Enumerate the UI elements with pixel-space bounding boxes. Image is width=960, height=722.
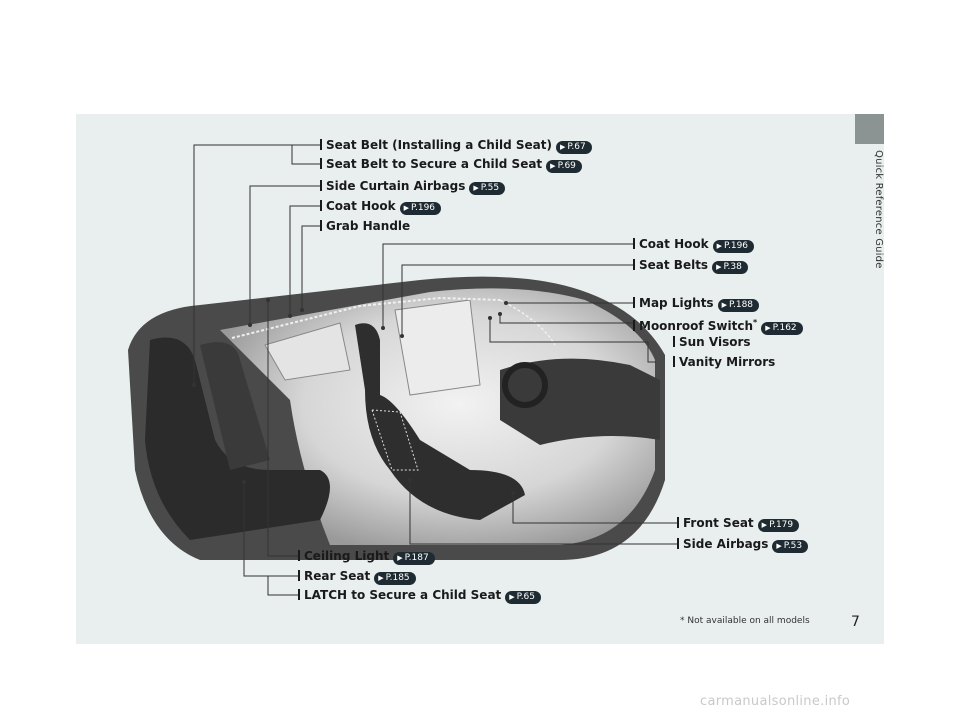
leader-dots [192,298,515,495]
page-ref-link[interactable]: P.69 [546,160,582,173]
label-bar [677,517,679,528]
page-ref-link[interactable]: P.162 [761,322,803,335]
label-coat-hook-right: Coat HookP.196 [633,236,755,253]
label-text: Front Seat [683,516,754,530]
label-seat-belt-installing: Seat Belt (Installing a Child Seat)P.67 [320,137,592,154]
label-bar [633,320,635,331]
page-number: 7 [851,614,860,630]
page-ref-link[interactable]: P.196 [712,240,755,253]
label-bar [320,220,322,231]
page-ref-link[interactable]: P.196 [399,202,442,215]
label-front-seat: Front SeatP.179 [677,515,800,532]
page-ref-link[interactable]: P.67 [555,141,592,154]
label-text: Seat Belt to Secure a Child Seat [326,157,543,171]
rear-window [264,322,351,381]
label-text: Moonroof Switch [639,319,754,333]
label-text: Seat Belt (Installing a Child Seat) [326,138,552,152]
label-bar [677,538,679,549]
label-text: Sun Visors [679,335,751,349]
label-seat-belts: Seat BeltsP.38 [633,257,748,274]
label-seat-belt-secure: Seat Belt to Secure a Child SeatP.69 [320,156,582,173]
label-vanity-mirrors: Vanity Mirrors [673,354,775,370]
label-grab-handle: Grab Handle [320,218,410,234]
page-ref-link[interactable]: P.187 [393,552,435,565]
leader-lines [193,144,677,596]
footnote: * Not available on all models [680,616,810,626]
page-ref-link[interactable]: P.65 [505,591,542,604]
label-text: Side Airbags [683,537,769,551]
label-text: LATCH to Secure a Child Seat [304,588,502,602]
label-bar [673,356,675,367]
label-ceiling-light: Ceiling LightP.187 [298,548,435,565]
steering-wheel [502,362,548,408]
label-bar [298,589,300,600]
label-bar [633,259,635,270]
label-bar [673,336,675,347]
label-bar [320,200,322,211]
label-text: Ceiling Light [304,549,390,563]
page-ref-link[interactable]: P.179 [757,519,800,532]
rear-seat-shape [145,337,330,540]
label-bar [320,139,322,150]
label-bar [298,570,300,581]
label-latch: LATCH to Secure a Child SeatP.65 [298,587,542,604]
label-bar [298,550,300,561]
page-ref-link[interactable]: P.188 [717,299,760,312]
watermark: carmanualsonline.info [700,694,851,709]
dashboard [500,358,660,445]
label-bar [320,180,322,191]
page-bottom-strip [76,610,884,644]
page-ref-link[interactable]: P.38 [712,261,748,274]
curtain-airbag-outline [231,296,501,339]
label-text: Side Curtain Airbags [326,179,466,193]
label-rear-seat: Rear SeatP.185 [298,568,416,585]
label-coat-hook-left: Coat HookP.196 [320,198,442,215]
label-sun-visors: Sun Visors [673,334,751,350]
section-title[interactable]: Quick Reference Guide [873,150,884,269]
page-ref-link[interactable]: P.53 [772,540,809,553]
label-text: Rear Seat [304,569,371,583]
rear-seat-back [200,342,270,470]
label-text: Map Lights [639,296,714,310]
label-text: Grab Handle [326,219,411,233]
availability-asterisk: * [753,318,758,327]
label-text: Seat Belts [639,258,709,272]
page-ref-link[interactable]: P.185 [374,572,416,585]
side-tab [855,114,884,644]
label-bar [320,158,322,169]
label-map-lights: Map LightsP.188 [633,295,760,312]
label-text: Vanity Mirrors [679,355,776,369]
label-text: Coat Hook [639,237,709,251]
front-window [394,299,481,396]
front-seat-airbag-outline [371,409,419,471]
label-side-curtain-airbags: Side Curtain AirbagsP.55 [320,178,506,195]
label-text: Coat Hook [326,199,396,213]
side-tab-marker [855,114,884,144]
label-bar [633,297,635,308]
page-ref-link[interactable]: P.55 [469,182,506,195]
label-moonroof-switch: Moonroof Switch*P.162 [633,315,803,335]
front-seat-shape [355,323,525,520]
label-side-airbags: Side AirbagsP.53 [677,536,809,553]
label-bar [633,238,635,249]
